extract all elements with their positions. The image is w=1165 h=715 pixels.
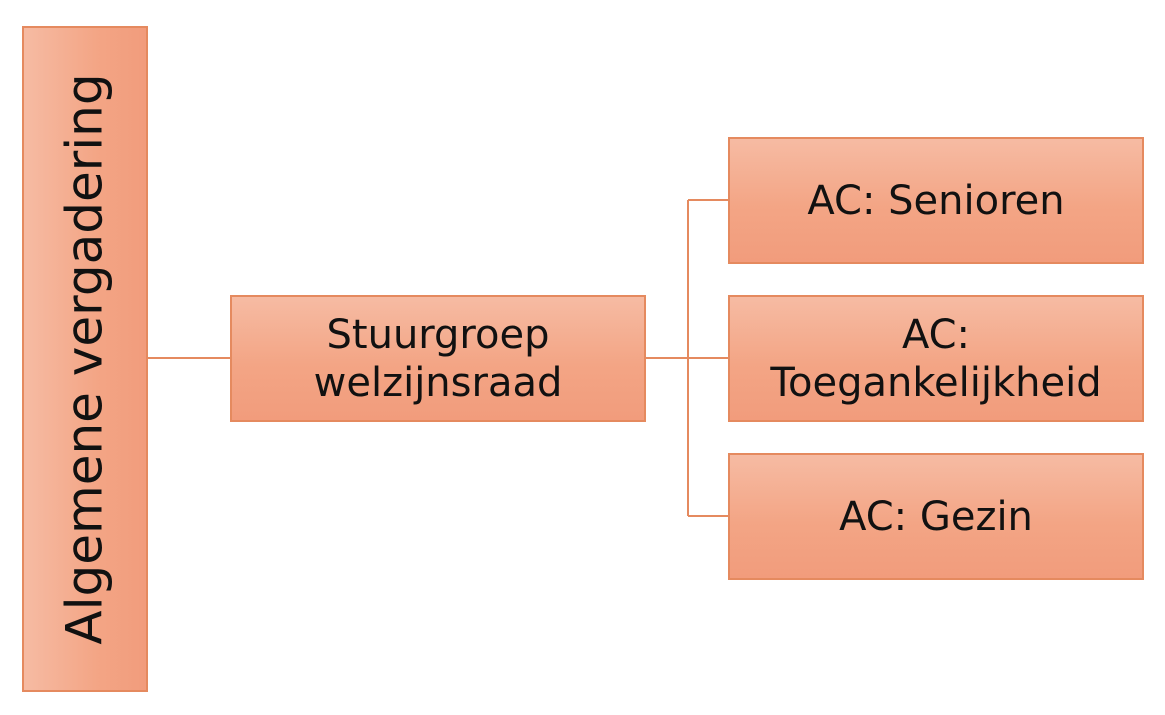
- node-leaf-line2: Toegankelijkheid: [770, 359, 1102, 406]
- node-leaf-line1: AC: Senioren: [807, 177, 1065, 224]
- node-leaf-label: AC: Senioren: [807, 177, 1064, 225]
- node-leaf-label: AC: Toegankelijkheid: [770, 311, 1101, 407]
- node-middle-label: Stuurgroep welzijnsraad: [314, 311, 563, 407]
- node-stuurgroep-welzijnsraad: Stuurgroep welzijnsraad: [230, 295, 646, 422]
- node-ac-gezin: AC: Gezin: [728, 453, 1144, 580]
- node-algemene-vergadering: Algemene vergadering: [22, 26, 148, 692]
- node-middle-line1: Stuurgroep: [326, 311, 550, 358]
- node-middle-line2: welzijnsraad: [313, 359, 563, 406]
- node-leaf-label: AC: Gezin: [839, 493, 1033, 541]
- node-leaf-line1: AC: Gezin: [839, 493, 1033, 540]
- node-ac-senioren: AC: Senioren: [728, 137, 1144, 264]
- node-root-label: Algemene vergadering: [56, 73, 115, 645]
- node-ac-toegankelijkheid: AC: Toegankelijkheid: [728, 295, 1144, 422]
- node-leaf-line1: AC:: [901, 311, 971, 358]
